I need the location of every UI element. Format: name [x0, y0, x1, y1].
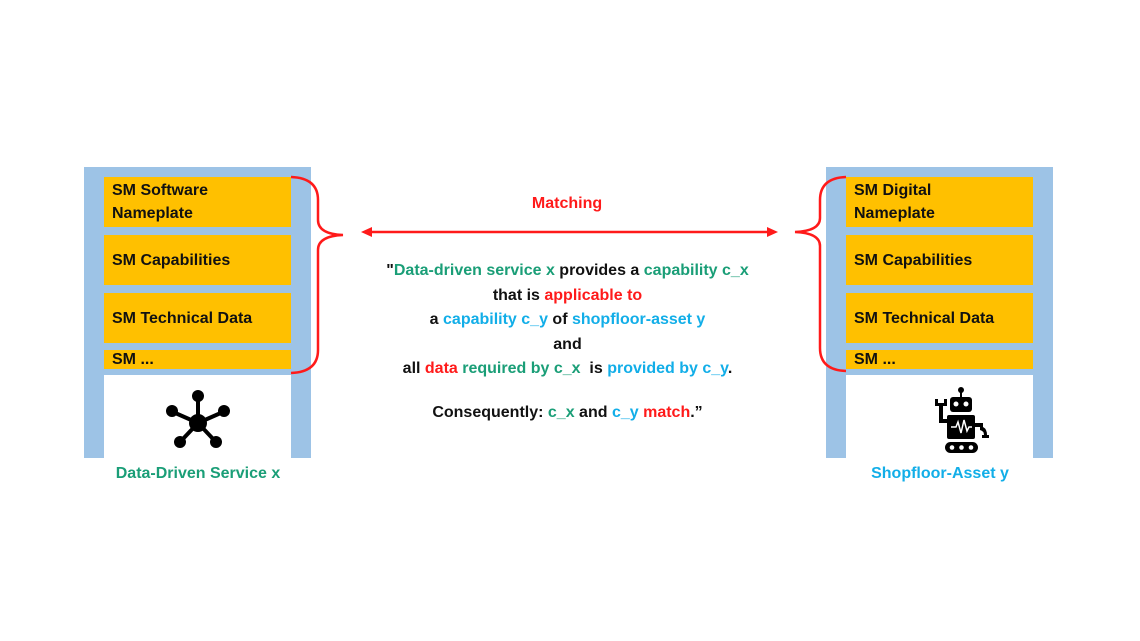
arrow-head-left [361, 227, 372, 237]
statement-segment: and [574, 403, 612, 421]
data-driven-service-caption: Data-Driven Service x [115, 465, 281, 482]
submodel-label: SM Digital Nameplate [854, 182, 935, 222]
data-driven-service-panel: SM Software Nameplate SM Capabilities SM… [84, 167, 311, 458]
statement-segment: . [727, 360, 733, 377]
matching-label: Matching [531, 195, 603, 212]
statement-line: and [340, 333, 795, 358]
statement-segment: " [386, 262, 394, 279]
network-hub-icon [166, 390, 230, 448]
statement-segment: and [553, 335, 582, 353]
submodel-label: SM ... [854, 351, 896, 368]
statement-segment: of [547, 311, 572, 328]
submodel-label: SM Capabilities [854, 251, 973, 269]
statement-segment: c_x [547, 403, 575, 421]
statement-segment: a [429, 311, 444, 328]
submodel-label: SM ... [112, 351, 154, 368]
submodel-label: SM Technical Data [112, 309, 253, 327]
statement-segment: shopfloor-asset y [571, 311, 706, 328]
submodel-capabilities[interactable]: SM Capabilities [846, 235, 1033, 285]
left-brace [290, 175, 344, 375]
robot-icon [935, 387, 989, 453]
submodel-label: SM Capabilities [112, 251, 231, 269]
statement-line: all data required by c_x is provided by … [340, 357, 795, 382]
submodel-technical-data[interactable]: SM Technical Data [104, 293, 291, 343]
statement-segment: all [402, 360, 425, 377]
shopfloor-asset-panel: SM Digital Nameplate SM Capabilities SM … [826, 167, 1053, 458]
statement-line [340, 382, 795, 401]
submodel-capabilities[interactable]: SM Capabilities [104, 235, 291, 285]
statement-segment: is [580, 360, 608, 377]
statement-segment: c_y [611, 403, 639, 421]
statement-segment: data [424, 360, 458, 377]
right-brace [794, 175, 847, 373]
service-icon-area [104, 375, 291, 458]
submodel-label: SM Technical Data [854, 309, 995, 327]
statement-segment: required by c_x [457, 360, 581, 377]
submodel-technical-data[interactable]: SM Technical Data [846, 293, 1033, 343]
statement-segment: applicable to [544, 286, 643, 304]
statement-segment: provides a [554, 262, 644, 279]
matching-definition-statement: "Data-driven service x provides a capabi… [340, 259, 795, 425]
shopfloor-asset-caption: Shopfloor-Asset y [871, 465, 1009, 482]
submodel-software-nameplate[interactable]: SM Software Nameplate [104, 177, 291, 227]
statement-segment: Data-driven service x [393, 262, 555, 279]
submodel-label: SM Software Nameplate [112, 182, 209, 222]
statement-segment: capability c_y [443, 311, 548, 328]
statement-segment: Consequently: [432, 403, 548, 421]
asset-icon-area [846, 375, 1033, 458]
statement-line: a capability c_y of shopfloor-asset y [340, 308, 795, 333]
matching-arrow [361, 227, 778, 237]
arrow-head-right [767, 227, 778, 237]
statement-segment: that is [492, 286, 545, 304]
statement-segment: provided by c_y [607, 360, 728, 377]
statement-segment: match [638, 403, 691, 421]
statement-segment: .” [690, 403, 703, 421]
submodel-digital-nameplate[interactable]: SM Digital Nameplate [846, 177, 1033, 227]
submodel-more[interactable]: SM ... [104, 350, 291, 369]
submodel-more[interactable]: SM ... [846, 350, 1033, 369]
statement-line: "Data-driven service x provides a capabi… [340, 259, 795, 284]
statement-line: that is applicable to [340, 284, 795, 309]
statement-line: Consequently: c_x and c_y match.” [340, 401, 795, 426]
statement-segment: capability c_x [643, 262, 749, 279]
